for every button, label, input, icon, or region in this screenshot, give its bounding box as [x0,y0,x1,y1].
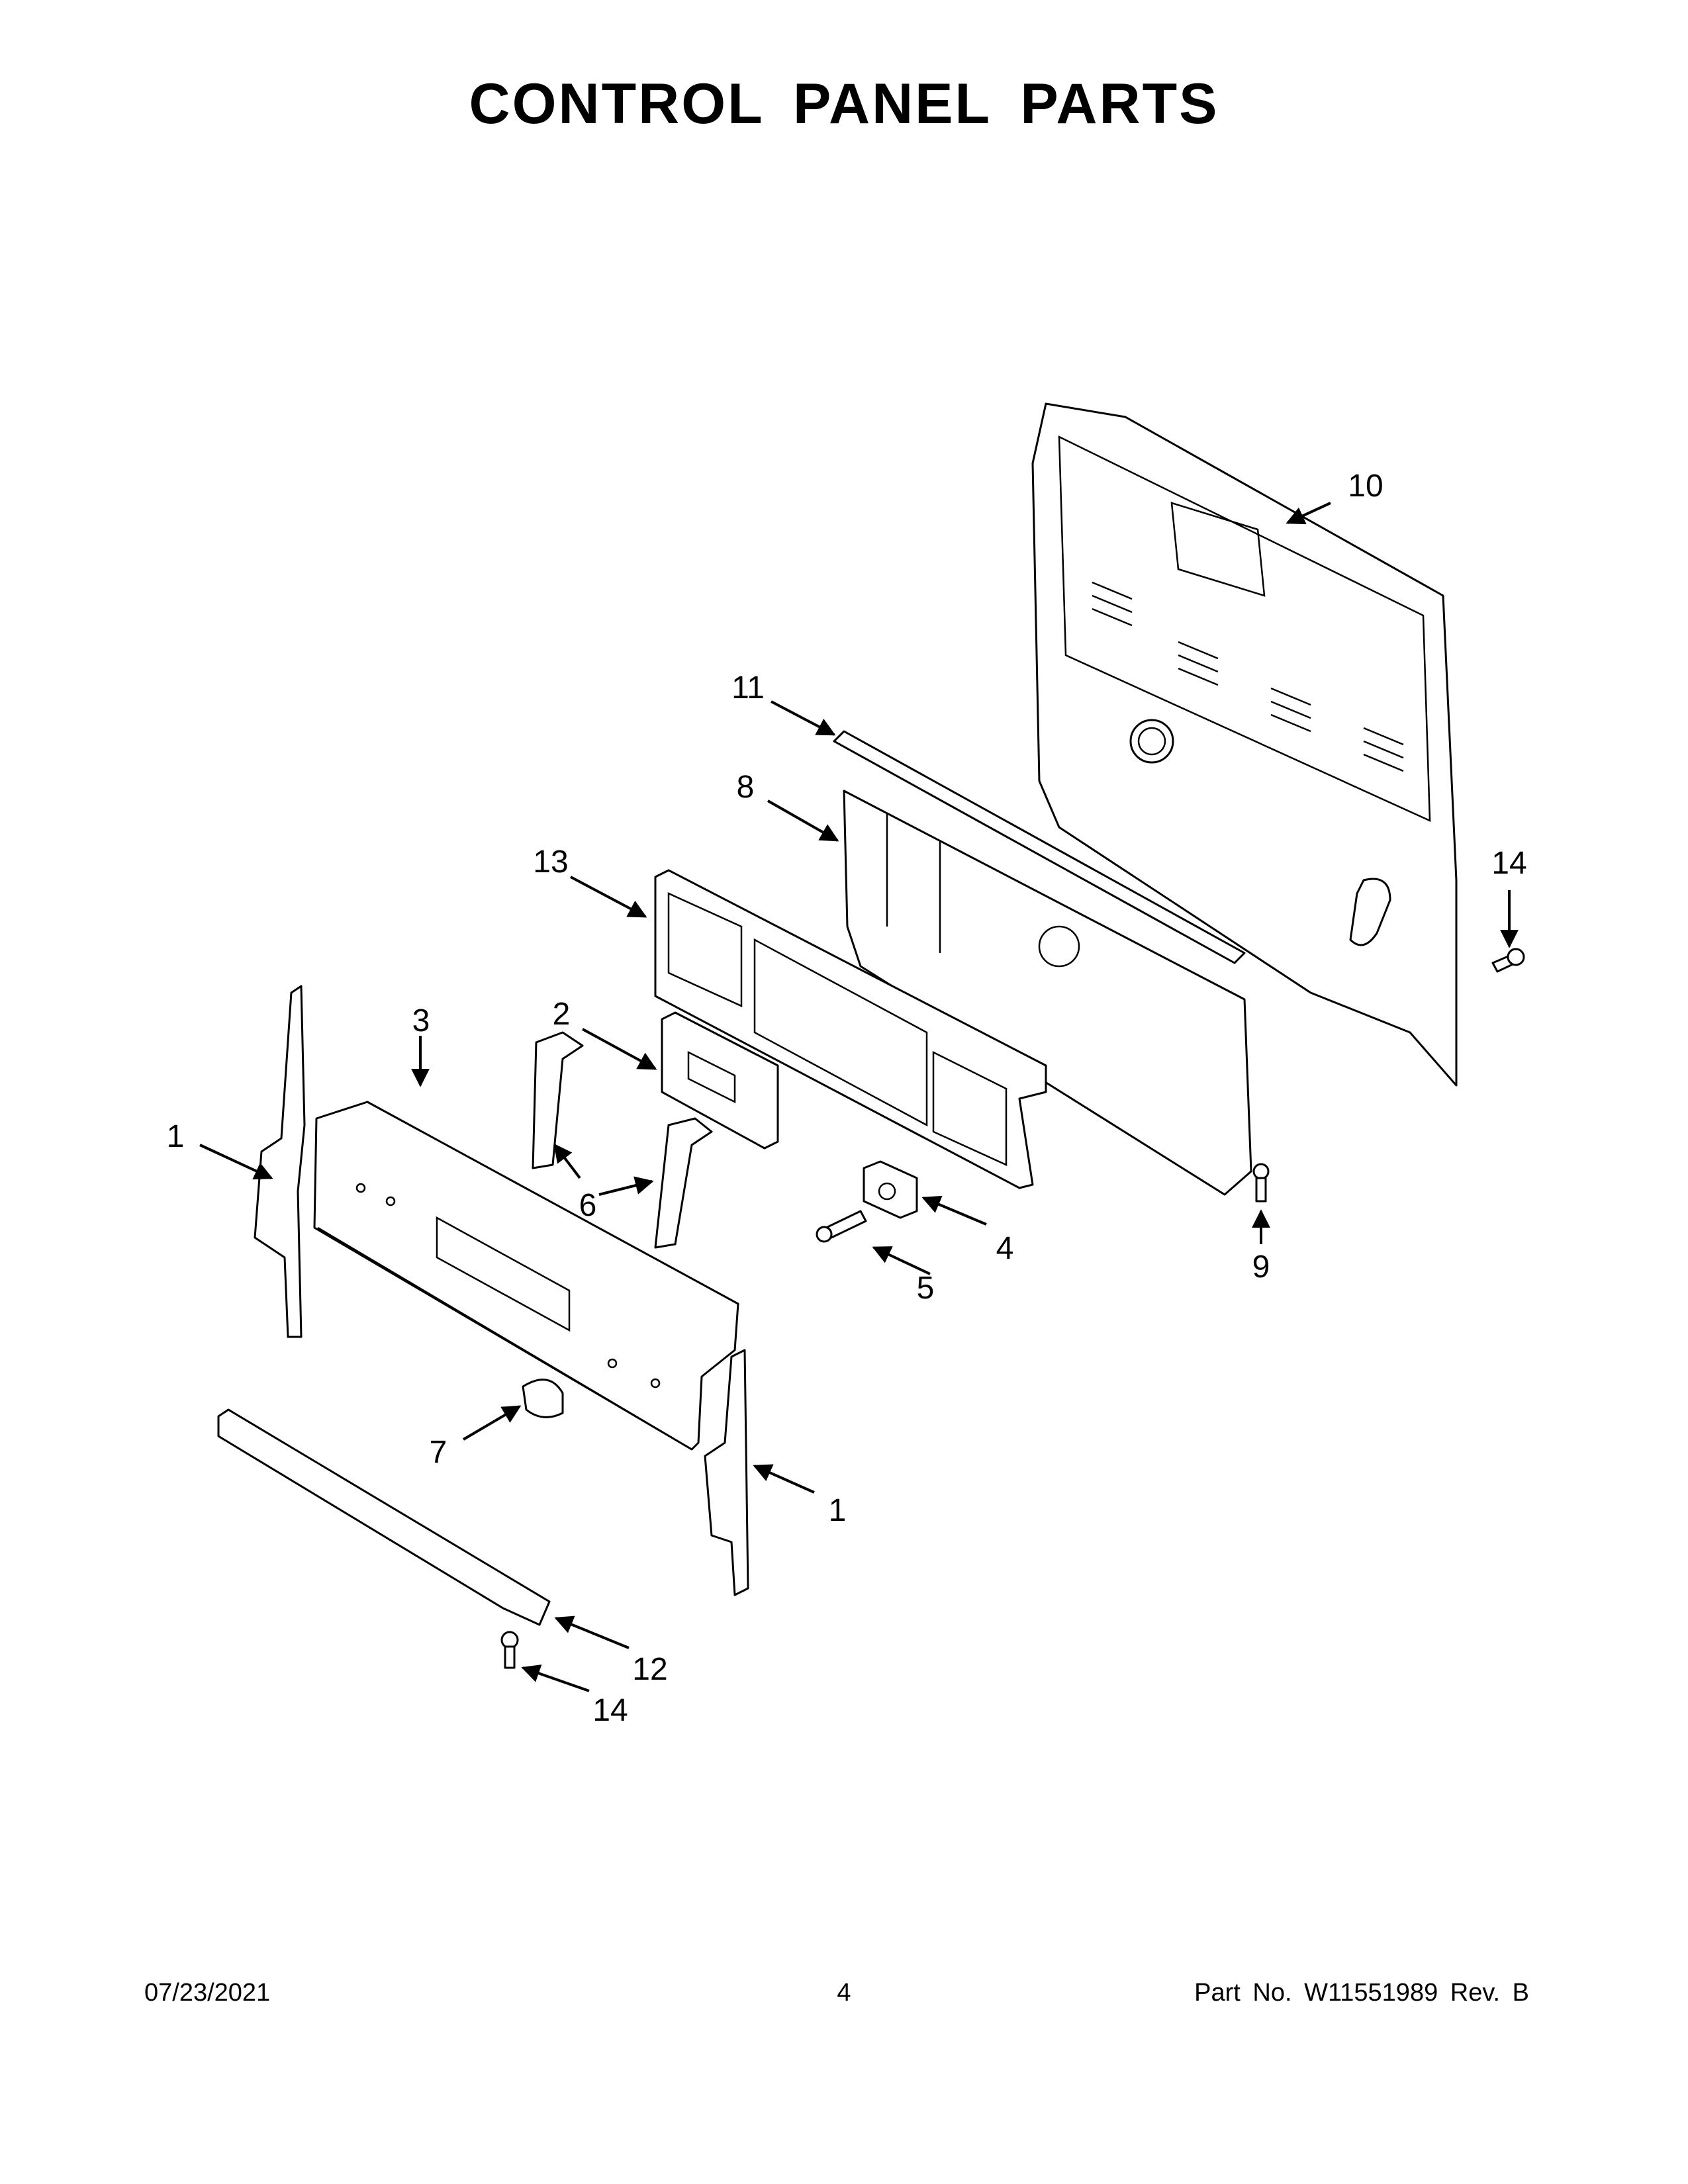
leader-lines [199,502,1519,1692]
part-3-console [313,1101,739,1451]
part-8-rear-cover [843,790,1252,1196]
footer-date: 07/23/2021 [144,1979,271,2007]
part-14-screw-right [1491,948,1525,973]
callout-9: 9 [1252,1250,1270,1285]
footer-part-number: Part No. W11551989 Rev. B [1194,1979,1529,2007]
callout-1-left: 1 [167,1119,185,1154]
callout-7: 7 [430,1435,447,1470]
callout-14-bottom: 14 [592,1693,628,1728]
callout-8: 8 [737,770,755,805]
callout-12: 12 [632,1652,667,1687]
callout-3: 3 [412,1003,430,1038]
part-10-rear-panel [1031,402,1458,1087]
footer-page-number: 4 [837,1979,851,2007]
part-5-screw [816,1210,867,1243]
part-1-side-bracket-right [704,1349,749,1596]
part-7-knob [522,1379,564,1418]
callout-6: 6 [579,1188,597,1223]
part-6-brackets [532,1031,713,1249]
part-4-switch [863,1160,918,1219]
part-2-control-board [661,1011,779,1150]
callout-10: 10 [1348,469,1383,504]
part-11-trim-strip [833,730,1246,964]
callout-11: 11 [731,670,765,705]
page-title: CONTROL PANEL PARTS [469,72,1219,136]
callout-13: 13 [533,844,568,880]
callout-1-right: 1 [829,1493,847,1528]
callout-4: 4 [996,1231,1014,1266]
callout-14-right: 14 [1491,846,1526,881]
callout-5: 5 [917,1271,935,1306]
callout-2: 2 [553,997,571,1032]
part-1-side-bracket-left [254,985,306,1338]
part-9-screw [1252,1163,1270,1203]
part-13-bracket [654,869,1047,1189]
part-14-screw-bottom [500,1631,519,1669]
part-12-lower-trim [217,1408,551,1626]
